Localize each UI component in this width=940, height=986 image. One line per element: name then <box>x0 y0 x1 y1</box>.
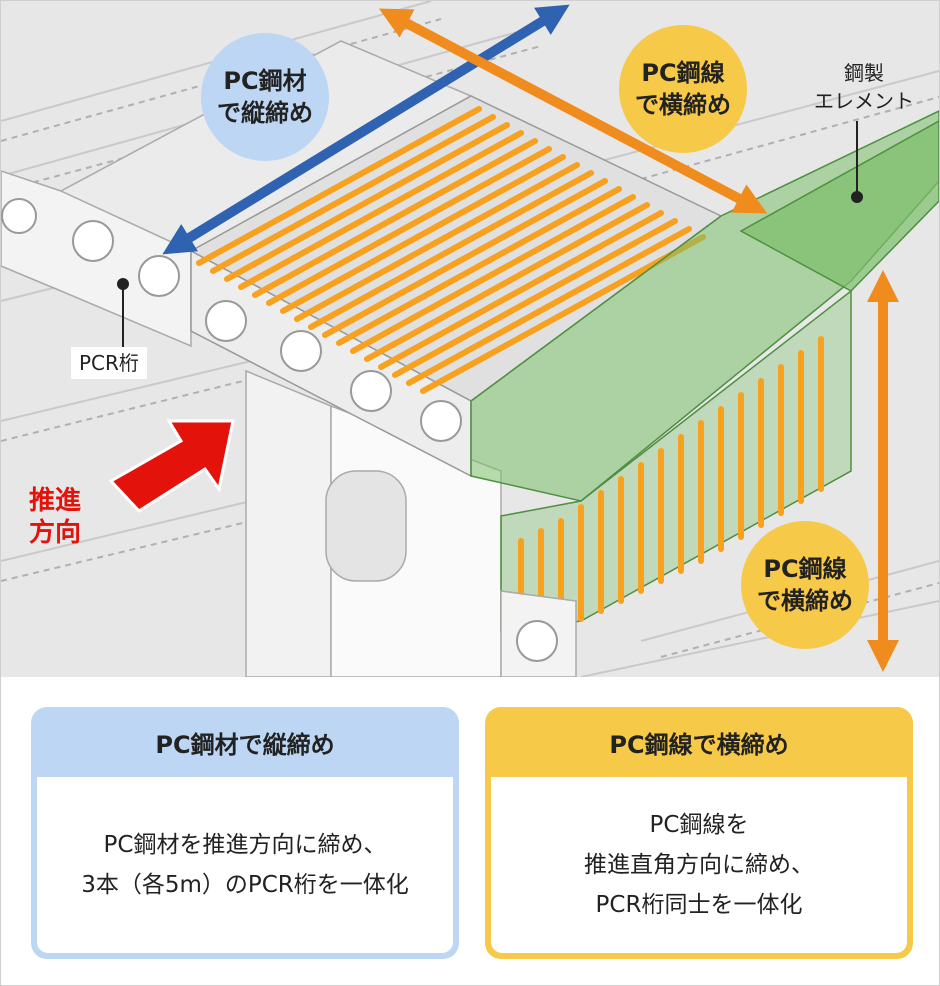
push-direction-label-line2: 方向 <box>29 518 82 548</box>
steel-element-label-line1: 鋼製 <box>844 61 884 85</box>
longitudinal-bubble-line2: で縦締め <box>217 99 313 127</box>
longitudinal-card: PC鋼材で縦締め PC鋼材を推進方向に締め、 3本（各5m）のPCR桁を一体化 <box>31 707 459 959</box>
leader-lines <box>117 121 863 347</box>
illustration: PC鋼材 で縦締め PC鋼線 で横締め PC鋼線 で横締め 鋼製 エレメント P… <box>1 1 939 678</box>
transverse-bubble-right: PC鋼線 で横締め <box>741 521 869 649</box>
longitudinal-card-line2: 3本（各5m）のPCR桁を一体化 <box>81 872 409 898</box>
push-direction-label-line1: 推進 <box>29 486 82 516</box>
transverse-bubble-top: PC鋼線 で横締め <box>619 25 747 153</box>
transverse-card-line3: PCR桁同士を一体化 <box>595 892 803 918</box>
longitudinal-card-line1: PC鋼材を推進方向に締め、 <box>103 832 387 858</box>
transverse-card: PC鋼線で横締め PC鋼線を 推進直角方向に締め、 PCR桁同士を一体化 <box>485 707 913 959</box>
pcr-girder-lower <box>500 590 577 678</box>
structure-drawing <box>1 1 939 678</box>
transverse-bubble-top-line1: PC鋼線 <box>641 59 725 87</box>
longitudinal-bubble-line1: PC鋼材 <box>223 67 307 95</box>
steel-element-label: 鋼製 エレメント <box>789 59 939 115</box>
transverse-bubble-right-line2: で横締め <box>757 587 853 615</box>
pcr-girder-label: PCR桁 <box>71 347 147 379</box>
transverse-card-body: PC鋼線を 推進直角方向に締め、 PCR桁同士を一体化 <box>491 777 907 953</box>
transverse-card-title: PC鋼線で横締め <box>609 730 789 759</box>
transverse-bubble-right-line1: PC鋼線 <box>763 555 847 583</box>
transverse-tendons <box>518 336 824 634</box>
transverse-bubble-top-line2: で横締め <box>635 91 731 119</box>
push-direction-arrow <box>108 419 235 513</box>
steel-element-label-line2: エレメント <box>814 89 914 113</box>
transverse-card-line2: 推進直角方向に締め、 <box>584 852 814 878</box>
pier <box>245 369 502 678</box>
longitudinal-card-title: PC鋼材で縦締め <box>155 730 335 759</box>
push-direction-label: 推進 方向 <box>29 485 81 549</box>
steel-element <box>470 110 939 632</box>
transverse-arrow-top <box>378 8 768 214</box>
transverse-card-line1: PC鋼線を <box>649 812 749 838</box>
longitudinal-bubble: PC鋼材 で縦締め <box>201 33 329 161</box>
longitudinal-card-body: PC鋼材を推進方向に締め、 3本（各5m）のPCR桁を一体化 <box>37 777 453 953</box>
